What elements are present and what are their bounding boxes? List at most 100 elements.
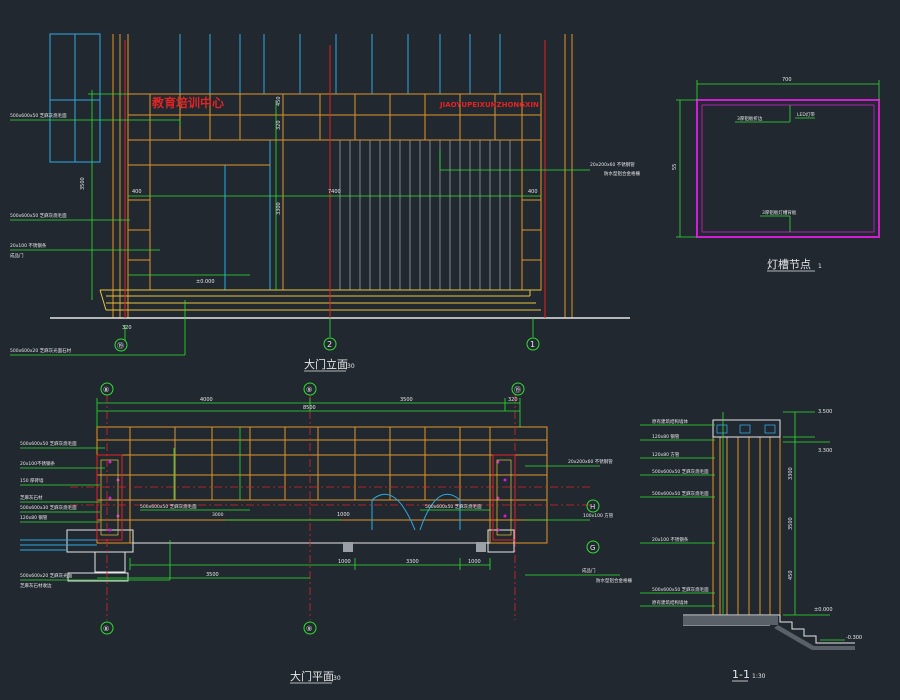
elev-note-right-2: 防水型铝合金格栅 (604, 170, 640, 177)
plan-view: 4000 3500 320 8500 1000 3300 1000 3500 1… (20, 382, 632, 684)
sign-english: JIAOYUPEIXUNZHONGXIN (439, 101, 539, 109)
plan-pillar-detail (100, 459, 512, 536)
detail-title: 灯槽节点 (767, 258, 811, 271)
plan-dim-total: 8500 (303, 405, 316, 411)
plan-axis-markers (100, 382, 600, 635)
section-title: 1-1 (732, 668, 750, 681)
plan-axis-bottom-8: ⑧ (103, 625, 109, 633)
section-dim-3: 3300 (788, 467, 794, 480)
elev-note-1: 500x600x50 芝麻灰烧毛面 (10, 112, 67, 119)
section-note-3: 120x80 方管 (652, 451, 680, 458)
detail-note-3: 3厚铝板灯槽背板 (762, 209, 797, 216)
dim-wall-height: 3300 (276, 202, 282, 215)
section-level-bottom: ±0.000 (814, 607, 833, 613)
plan-title: 大门平面 (290, 669, 334, 683)
section-level-mid: 3.300 (818, 448, 832, 454)
plan-dim-inner-2: 1000 (337, 512, 350, 518)
elev-note-right-1: 20x200x60 不锈钢管 (590, 161, 635, 168)
dim-mid: 7400 (328, 189, 341, 195)
plan-note-6: 120x80 钢管 (20, 514, 48, 521)
building-glazing (49, 33, 501, 290)
section-cap-detail (716, 424, 776, 434)
elev-note-5: 500x600x20 芝麻灰光面石材 (10, 347, 72, 354)
elevation-dimensions (10, 90, 590, 356)
elevation-title: 大门立面 (304, 357, 348, 371)
plan-note-right-4: 防水型铝合金格栅 (596, 577, 632, 584)
dim-left-bay: 400 (132, 189, 142, 195)
section-ground-hatch (683, 616, 778, 625)
plan-note-right-1: 20x200x60 不锈钢管 (568, 458, 613, 465)
section-note-2: 120x80 钢管 (652, 433, 680, 440)
section-scale: 1:30 (752, 673, 766, 680)
plan-note-2: 20x100不锈钢条 (20, 460, 55, 467)
dim-height-total: 3500 (80, 177, 86, 190)
plan-axis-right-g: G (590, 544, 595, 552)
plan-mid-note-2: 3000 (212, 512, 224, 518)
light-trough-detail: 700 55 3厚铝板折边 LED灯带 3厚铝板灯槽背板 灯槽节点 1 (672, 77, 880, 272)
section-note-5: 500x600x50 芝麻灰烧毛面 (652, 490, 709, 497)
plan-canopy (96, 426, 548, 544)
plan-dim-bottom-1: 1000 (338, 559, 351, 565)
plan-gate-swing (371, 493, 461, 531)
entrance-steps (99, 289, 541, 311)
dim-level: ±0.000 (196, 279, 215, 285)
dim-right-bay: 400 (528, 189, 538, 195)
elev-note-4: 成品门 (10, 252, 24, 259)
dim-upper: 450 (276, 96, 282, 106)
gate-slats (339, 140, 511, 290)
axis-label-19: ⑲ (117, 342, 124, 350)
plan-dim-bottom-3: 1000 (468, 559, 481, 565)
section-level-top: 3.500 (818, 409, 832, 415)
sign-chinese: 教育培训中心 (151, 95, 224, 110)
section-dimensions (640, 411, 845, 641)
elevation-scale: 30 (347, 363, 355, 370)
plan-note-1: 500x600x50 芝麻灰烧毛面 (20, 440, 77, 447)
detail-note-1: 3厚铝板折边 (737, 115, 763, 122)
plan-axis-top-8: ⑧ (103, 386, 109, 394)
elev-note-3: 20x100 不锈钢条 (10, 242, 47, 249)
detail-width: 700 (782, 77, 792, 83)
detail-note-2: LED灯带 (797, 111, 815, 118)
section-note-4: 500x600x50 芝麻灰烧毛面 (652, 468, 709, 475)
detail-scale: 1 (818, 263, 822, 270)
axis-label-2: 2 (327, 340, 332, 349)
elevation-axis-markers (114, 337, 540, 352)
plan-note-right-2: 100x100 方管 (583, 512, 614, 519)
plan-dim-top-1: 4000 (200, 397, 213, 403)
elevation-structure (112, 34, 573, 318)
section-cap (712, 419, 781, 438)
plan-dim-bottom-2: 3300 (406, 559, 419, 565)
axis-label-1: 1 (530, 340, 535, 349)
plan-dim-top-3: 320 (508, 397, 518, 403)
section-view: 3.500 3.300 ±0.000 -0.300 3500 450 3300 … (640, 409, 862, 682)
plan-axis-lines (70, 395, 590, 620)
section-note-7: 500x600x50 芝麻灰烧毛面 (652, 586, 709, 593)
plan-note-3: 150 厚砖墙 (20, 477, 44, 484)
plan-pillars (96, 454, 516, 541)
plan-note-5: 500x600x30 芝麻灰烧毛面 (20, 504, 77, 511)
plan-walls (66, 529, 515, 582)
elevation-view: 教育培训中心 JIAOYUPEIXUNZHONGXIN 3500 400 740… (10, 33, 640, 372)
dim-base: 320 (122, 325, 132, 331)
plan-axis-bottom-9: ⑨ (306, 625, 312, 633)
dim-upper2: 320 (276, 120, 282, 130)
section-dim-2: 450 (788, 570, 794, 580)
section-note-8: 原有建筑结构墙体 (652, 599, 688, 606)
plan-note-4: 芝麻灰石材 (20, 494, 43, 501)
plan-scale: 30 (333, 675, 341, 682)
section-note-1: 原有建筑结构墙体 (652, 418, 688, 425)
section-note-6: 20x100 不锈钢条 (652, 536, 689, 543)
plan-dimensions (20, 398, 620, 581)
section-dim-1: 3500 (788, 517, 794, 530)
plan-dim-top-2: 3500 (400, 397, 413, 403)
red-accent-lines (124, 40, 546, 318)
section-step-hatch (774, 625, 855, 650)
plan-mid-note-3: 500x600x50 芝麻灰烧毛面 (425, 503, 482, 510)
plan-axis-right-h: H (590, 503, 595, 511)
plan-axis-top-9: ⑨ (306, 386, 312, 394)
plan-pillar-hatch (108, 460, 507, 532)
plan-note-8: 芝麻灰石材收边 (20, 582, 52, 589)
plan-bollards (343, 542, 486, 552)
elev-note-2: 500x600x50 芝麻灰烧毛面 (10, 212, 67, 219)
